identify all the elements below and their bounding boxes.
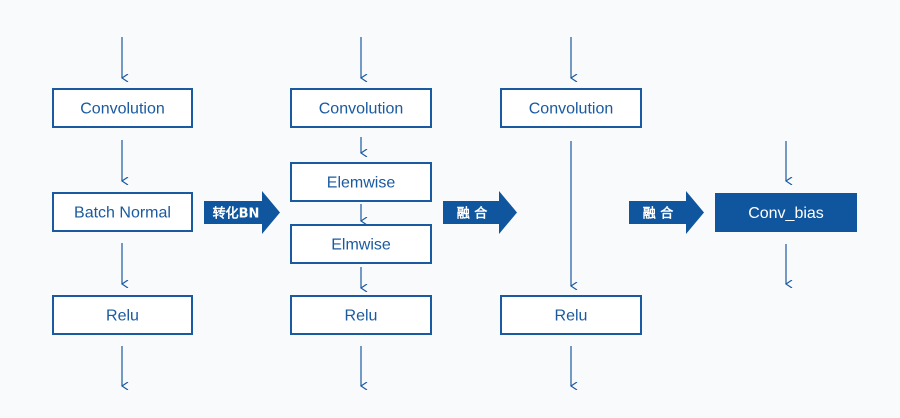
block-arrow (204, 191, 280, 234)
relu-box (500, 295, 642, 335)
convolution-label: Convolution (319, 101, 404, 118)
column-3: Convolution Relu (500, 37, 642, 386)
column-4: Conv_bias (715, 141, 857, 284)
batch-normal-label: Batch Normal (74, 205, 171, 222)
elmwise-box (290, 224, 432, 264)
elmwise-label: Elmwise (331, 237, 391, 254)
relu-box (52, 295, 193, 335)
relu-label: Relu (345, 308, 378, 325)
elemwise-label: Elemwise (327, 175, 396, 192)
relu-label: Relu (106, 308, 139, 325)
batch-normal-box (52, 192, 193, 232)
column-1: Convolution Batch Normal Relu (52, 37, 193, 386)
relu-box (290, 295, 432, 335)
transition-label: 融 合 (457, 206, 489, 222)
transition-arrow-fuse-2: 融 合 (629, 191, 704, 234)
transition-label: 转化BN (213, 206, 260, 222)
convolution-label: Convolution (80, 101, 165, 118)
transition-label: 融 合 (643, 206, 675, 222)
block-arrow (629, 191, 704, 234)
column-2: Convolution Elemwise Elmwise Relu (290, 37, 432, 386)
block-arrow (443, 191, 517, 234)
convolution-box (52, 88, 193, 128)
conv-bias-label: Conv_bias (748, 205, 824, 222)
transition-arrow-fuse-1: 融 合 (443, 191, 517, 234)
convolution-box (500, 88, 642, 128)
convolution-box (290, 88, 432, 128)
elemwise-box (290, 162, 432, 202)
conv-bias-box (715, 193, 857, 232)
relu-label: Relu (555, 308, 588, 325)
convolution-label: Convolution (529, 101, 614, 118)
transition-arrow-convert-bn: 转化BN (204, 191, 280, 234)
